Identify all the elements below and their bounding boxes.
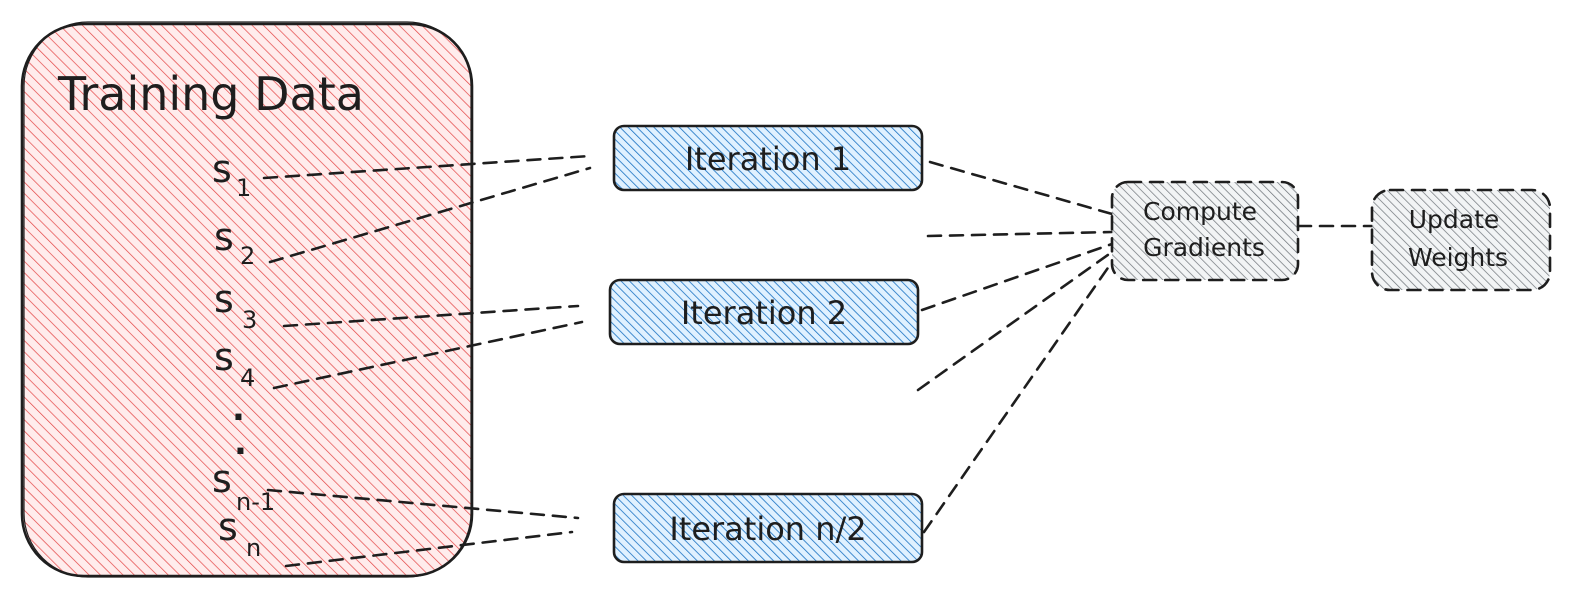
connector-extra2-compute [916,250,1114,392]
compute-gradients-box: Compute Gradients [1110,180,1300,282]
iteration-box-n2: Iteration n/2 [612,492,924,564]
sample-s3: s 3 [214,277,257,334]
sample-subscript: 2 [240,242,255,270]
iteration-label: Iteration n/2 [669,510,866,548]
sample-base: s [214,215,234,259]
compute-line-2: Gradients [1143,233,1265,262]
connector-iter2-compute [920,242,1114,312]
sample-sn: s n [218,505,261,562]
sample-list: s 1 s 2 s 3 s 4 . . s n-1 s n [212,147,275,562]
update-line-2: Weights [1408,243,1508,272]
update-line-1: Update [1409,205,1500,234]
compute-line-1: Compute [1143,197,1257,226]
sample-base: s [212,457,232,501]
connector-itern-compute [922,260,1114,534]
sample-base: s [212,147,232,191]
sample-base: s [214,277,234,321]
sample-subscript: n-1 [236,488,275,516]
sample-subscript: n [246,534,261,562]
iteration-label: Iteration 2 [681,294,847,332]
connector-sn-itern [284,530,574,568]
connector-extra-compute [926,230,1114,238]
ellipsis-dot-1: . [232,389,245,429]
connector-iter1-compute [928,160,1114,216]
sample-s4: s 4 [214,335,255,392]
sample-subscript: 4 [240,364,255,392]
update-weights-box: Update Weights [1370,188,1552,292]
sample-connectors [262,154,592,568]
gradient-connectors [916,160,1114,534]
connector-s4-iter2 [272,320,584,390]
sample-s1: s 1 [212,147,251,202]
sample-subscript: 1 [236,174,251,202]
connector-s1-iter1 [262,154,592,180]
iteration-box-2: Iteration 2 [608,278,920,346]
sample-base: s [214,335,234,379]
connector-s2-iter1 [268,166,592,264]
sample-s2: s 2 [214,215,255,270]
sample-sn-1: s n-1 [212,457,275,516]
iteration-label: Iteration 1 [685,140,851,178]
iteration-box-1: Iteration 1 [612,124,924,192]
connector-s3-iter2 [282,304,580,328]
sample-base: s [218,505,238,549]
training-data-title: Training Data [57,67,364,121]
training-data-box: Training Data [20,21,474,578]
sample-subscript: 3 [242,306,257,334]
connector-sn1-itern [266,488,580,520]
ellipsis-dot-2: . [234,423,247,463]
